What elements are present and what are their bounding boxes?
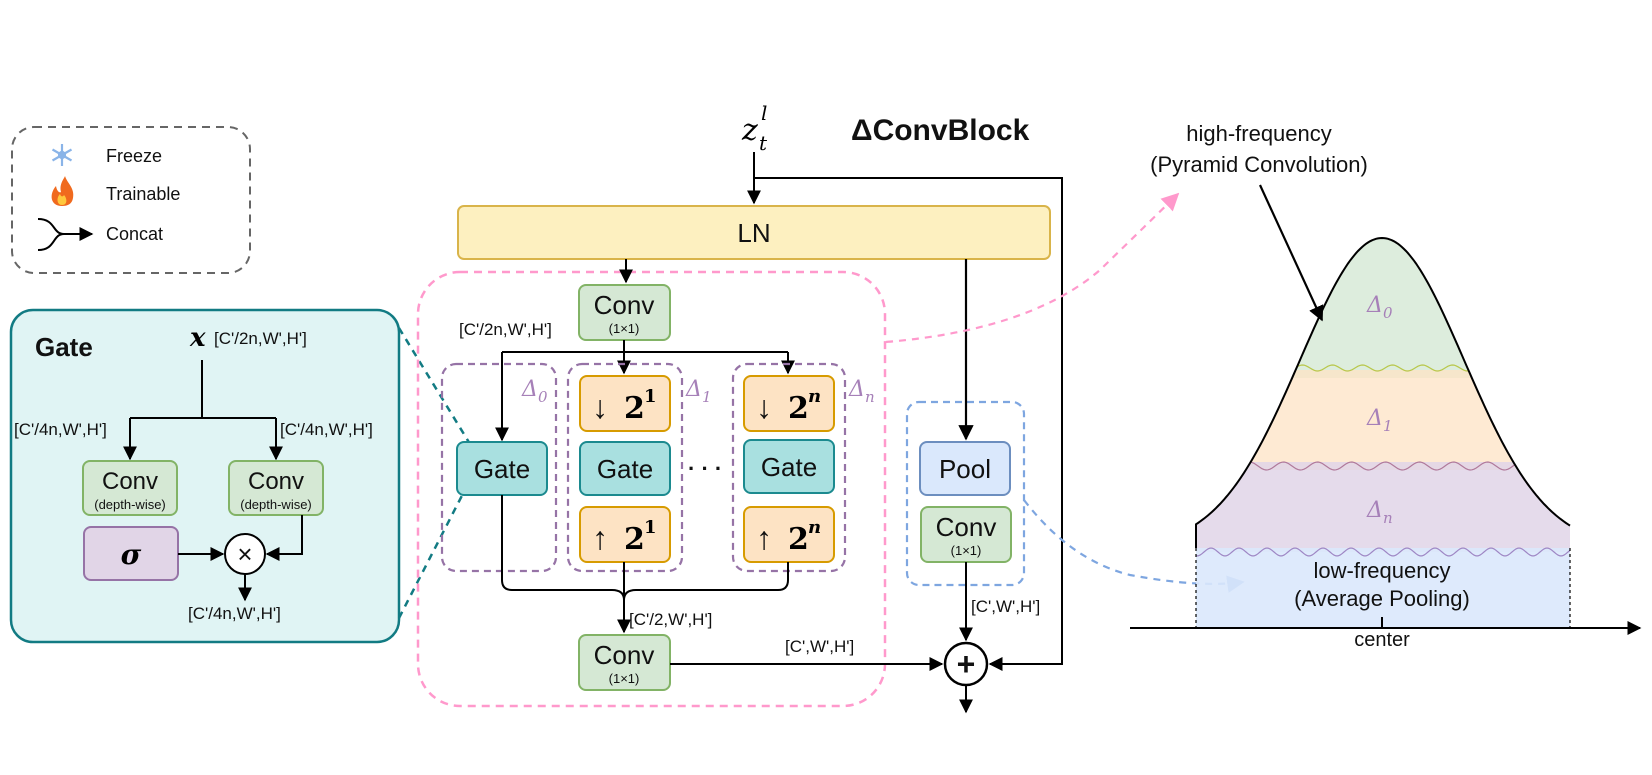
- high-frequency-label: high-frequency: [1186, 121, 1332, 146]
- svg-text:Δ: Δ: [1366, 406, 1383, 431]
- shape-out: [C',W',H']: [785, 637, 854, 656]
- snowflake-icon: [51, 144, 73, 166]
- svg-text:↓: ↓: [592, 389, 608, 425]
- svg-text:2: 2: [788, 391, 809, 426]
- depthwise-conv-right: Conv (depth-wise): [228, 460, 324, 516]
- svg-text:+: +: [957, 646, 976, 682]
- svg-text:(1×1): (1×1): [609, 321, 640, 336]
- gate-box-delta0: Gate: [456, 441, 548, 496]
- svg-text:(depth-wise): (depth-wise): [94, 497, 166, 512]
- gate-input-var: x: [189, 323, 206, 353]
- downsample-box-1: ↓ 2 1: [579, 375, 671, 432]
- frequency-plot: center low-frequency (Average Pooling) Δ…: [1130, 121, 1642, 651]
- svg-text:1: 1: [702, 388, 712, 406]
- svg-text:1: 1: [644, 386, 657, 407]
- gate-input-shape: [C'/2n,W',H']: [214, 329, 307, 348]
- svg-text:↓: ↓: [756, 389, 772, 425]
- center-label: center: [1354, 629, 1410, 651]
- svg-text:Gate: Gate: [597, 454, 653, 484]
- delta1-label: Δ 1: [685, 377, 712, 406]
- svg-text:0: 0: [538, 388, 548, 406]
- input-z: z t l: [741, 101, 768, 155]
- svg-text:(depth-wise): (depth-wise): [240, 497, 312, 512]
- svg-text:Δ: Δ: [1366, 498, 1383, 523]
- svg-text:Δ: Δ: [521, 377, 538, 402]
- multiply-node: ×: [224, 533, 266, 575]
- add-node: +: [943, 641, 989, 687]
- svg-text:×: ×: [237, 539, 252, 569]
- legend-trainable-label: Trainable: [106, 184, 180, 204]
- legend-freeze-label: Freeze: [106, 146, 162, 166]
- svg-text:n: n: [808, 517, 821, 538]
- svg-text:σ: σ: [121, 538, 142, 571]
- svg-text:Δ: Δ: [848, 377, 865, 402]
- gate-left-shape: [C'/4n,W',H']: [14, 420, 107, 439]
- pyramid-convolution-label: (Pyramid Convolution): [1150, 152, 1368, 177]
- band0-label: Δ 0: [1366, 293, 1393, 322]
- layer-norm-box: LN: [457, 205, 1051, 260]
- upsample-box-n: ↑ 2 n: [743, 506, 835, 563]
- svg-text:Conv: Conv: [594, 290, 655, 320]
- band1-label: Δ 1: [1366, 406, 1393, 435]
- conv-top-box: Conv (1×1): [578, 284, 671, 341]
- svg-text:Gate: Gate: [761, 452, 817, 482]
- ellipsis: · · ·: [688, 456, 722, 481]
- svg-text:Pool: Pool: [939, 454, 991, 484]
- gate-box-deltan: Gate: [743, 439, 835, 494]
- gate-output-shape: [C'/4n,W',H']: [188, 604, 281, 623]
- legend-concat-label: Concat: [106, 224, 163, 244]
- shape-pool: [C',W',H']: [971, 597, 1040, 616]
- pool-box: Pool: [919, 441, 1011, 496]
- depthwise-conv-left: Conv (depth-wise): [82, 460, 178, 516]
- gate-box-delta1: Gate: [579, 441, 671, 496]
- sigma-box: σ: [83, 526, 179, 581]
- upsample-box-1: ↑ 2 1: [579, 506, 671, 563]
- downsample-box-n: ↓ 2 n: [743, 375, 835, 432]
- svg-text:2: 2: [624, 522, 645, 557]
- svg-text:Conv: Conv: [248, 468, 304, 495]
- svg-text:(1×1): (1×1): [609, 671, 640, 686]
- deltan-label: Δ n: [848, 377, 875, 406]
- shape-after-conv: [C'/2n,W',H']: [459, 320, 552, 339]
- svg-text:l: l: [761, 101, 767, 125]
- gate-right-shape: [C'/4n,W',H']: [280, 420, 373, 439]
- bandn-label: Δ n: [1366, 498, 1393, 527]
- gate-panel: Gate x [C'/2n,W',H'] [C'/4n,W',H'] [C'/4…: [9, 308, 401, 644]
- svg-text:(1×1): (1×1): [951, 543, 982, 558]
- svg-text:Conv: Conv: [102, 468, 158, 495]
- svg-text:2: 2: [788, 522, 809, 557]
- svg-text:Gate: Gate: [474, 454, 530, 484]
- svg-text:↑: ↑: [756, 520, 772, 556]
- svg-text:2: 2: [624, 391, 645, 426]
- svg-text:n: n: [865, 388, 875, 406]
- svg-text:Conv: Conv: [594, 640, 655, 670]
- legend: Freeze Trainable Concat: [11, 126, 251, 274]
- average-pooling-label: (Average Pooling): [1294, 586, 1470, 611]
- flame-icon: [51, 176, 74, 206]
- svg-text:↑: ↑: [592, 520, 608, 556]
- svg-text:Δ: Δ: [1366, 293, 1383, 318]
- svg-text:Δ: Δ: [685, 377, 702, 402]
- pyramid-conv-region: [416, 270, 887, 708]
- svg-text:n: n: [1383, 509, 1393, 527]
- svg-text:n: n: [808, 386, 821, 407]
- delta0-label: Δ 0: [521, 377, 548, 406]
- svg-text:Conv: Conv: [936, 512, 997, 542]
- svg-text:1: 1: [644, 517, 657, 538]
- concat-icon: [37, 218, 94, 251]
- shape-concat: [C'/2,W',H']: [629, 610, 712, 629]
- low-frequency-label: low-frequency: [1314, 558, 1451, 583]
- svg-text:0: 0: [1383, 304, 1393, 322]
- svg-text:LN: LN: [737, 218, 770, 248]
- conv-pool-box: Conv (1×1): [920, 506, 1012, 563]
- conv-bottom-box: Conv (1×1): [578, 634, 671, 691]
- gate-panel-title: Gate: [35, 332, 93, 362]
- svg-text:1: 1: [1383, 417, 1393, 435]
- block-title: ΔConvBlock: [851, 114, 1030, 147]
- svg-text:t: t: [759, 131, 768, 155]
- svg-text:z: z: [741, 113, 758, 148]
